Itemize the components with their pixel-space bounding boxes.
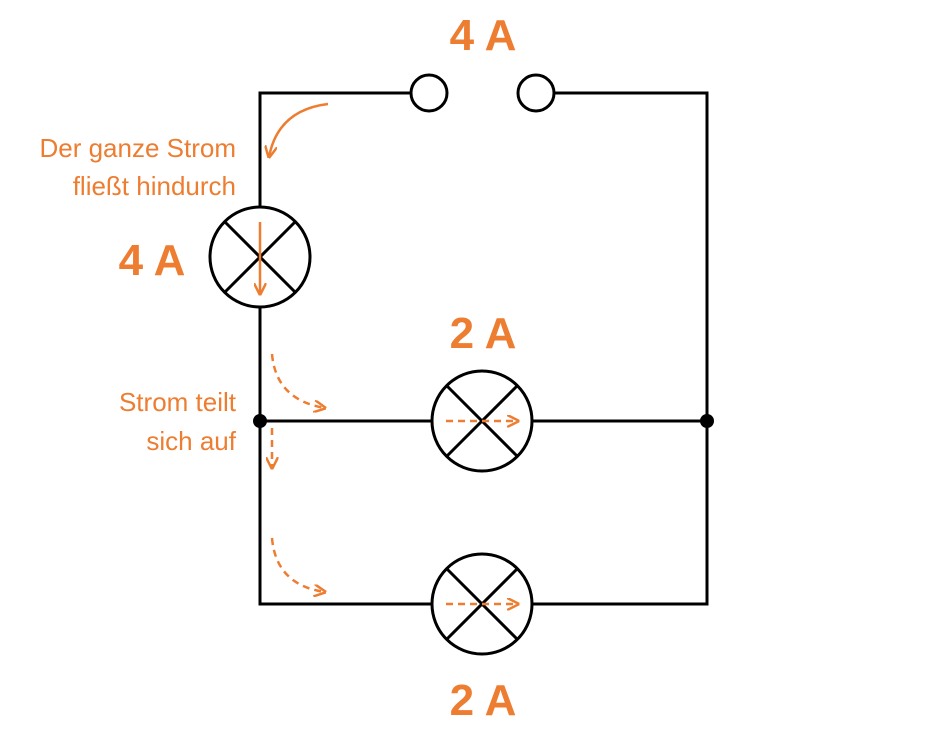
switch-terminal-left — [409, 73, 449, 113]
wires — [258, 91, 709, 606]
flow-arrow-bottom-branch-icon — [270, 537, 325, 592]
series-lamp-current-label: 4 A — [119, 236, 186, 285]
flow-arrow-split-right-icon — [270, 353, 325, 408]
note-full-current-line1: Der ganze Strom — [39, 133, 236, 163]
lower-parallel-current-label: 2 A — [450, 676, 517, 725]
junction-dot-right — [700, 414, 714, 428]
wire-top-right — [552, 91, 709, 606]
junction-dot-left — [253, 414, 267, 428]
switch-terminal-right — [516, 73, 556, 113]
note-split-line1: Strom teilt — [119, 387, 237, 417]
flow-arrow-corner-icon — [269, 102, 329, 157]
supply-current-label: 4 A — [450, 11, 517, 60]
note-split-line2: sich auf — [146, 426, 236, 456]
upper-parallel-current-label: 2 A — [450, 309, 517, 358]
note-full-current-line2: fließt hindurch — [73, 171, 236, 201]
